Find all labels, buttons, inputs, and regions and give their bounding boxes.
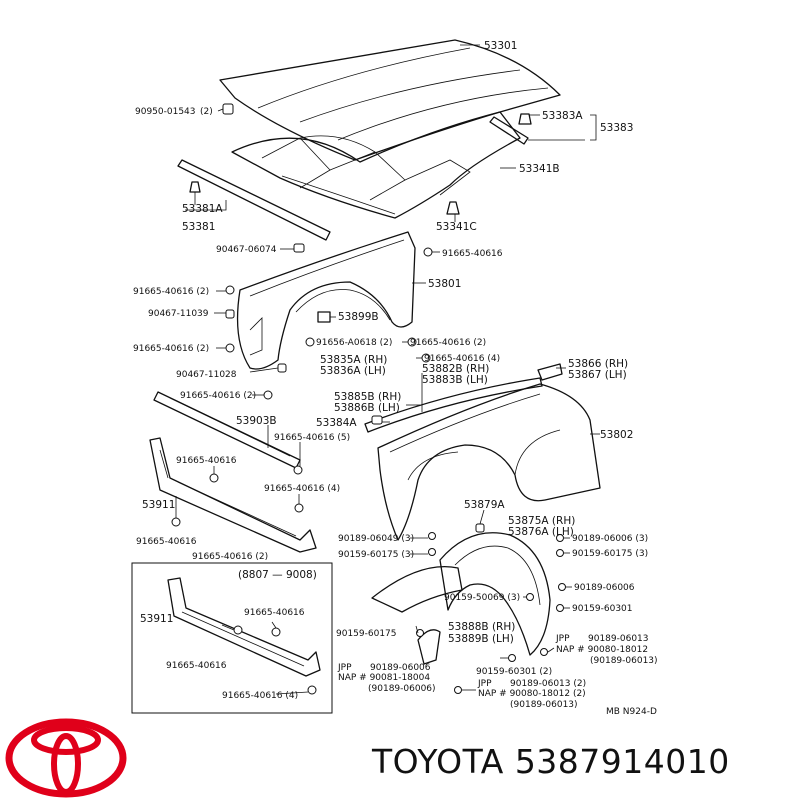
label-support-53903b: 53903B [236,415,277,427]
label-bolt-a0618: 91656-A0618 (2) [316,338,392,348]
label-bolt-c: 91665-40616 [176,456,237,466]
label-seal-53882b: 53882B (RH) [422,363,489,375]
label-clip-60301: 90159-60301 [572,604,633,614]
label-nap-3-alt: (90189-06013) [510,700,578,710]
hood-clip-icon [222,103,234,115]
label-hood: 53301 [484,40,517,52]
label-support-53911: 53911 [142,499,175,511]
fender-pad-icon [537,363,563,381]
part-labels: 53301 90950-01543 (2) 53383A 53383 53341… [133,40,658,717]
fender-apron [236,231,416,370]
toyota-logo-icon [5,718,127,798]
label-nap-2-alt: (90189-06006) [368,684,436,694]
label-clip-60175-b: 90159-60175 [336,629,397,639]
label-seal-53885b: 53885B (RH) [334,391,401,403]
label-nap-1: NAP # 90080-18012 [556,645,648,655]
label-hood-seal: 53341B [519,163,560,175]
label-seal-53899b: 53899B [338,311,379,323]
label-bolt-4a: 91665-40616 (4) [424,354,500,364]
label-bolt-5: 91665-40616 (5) [274,433,350,443]
label-hood-clip-qty: (2) [200,107,213,117]
label-bolt-e: 91665-40616 (2) [192,552,268,562]
leader-lines [175,44,600,695]
label-bolt-l3: 91665-40616 (2) [180,391,256,401]
label-clip-06006-3: 90189-06006 (3) [572,534,648,544]
fender-shield [371,565,463,613]
label-bolt-l2: 91665-40616 (2) [133,344,209,354]
label-bolt-mid: 91665-40616 (2) [410,338,486,348]
label-cushion-c: 53341C [436,221,477,233]
label-nap-2: NAP # 90081-18004 [338,673,430,683]
label-retainer: 53384A [316,417,357,429]
label-nap-1-alt: (90189-06013) [590,656,658,666]
label-inset-bolt3: 91665-40616 (4) [222,691,298,701]
label-seal-53883b: 53883B (LH) [422,374,488,386]
label-liner-53879a: 53879A [464,499,505,511]
label-liner-rh: 53875A (RH) [508,515,575,527]
label-clip-11028: 90467-11028 [176,370,237,380]
support-bar-53903b [153,391,303,475]
label-jpp-2: JPP [337,663,352,673]
label-bolt-l1: 91665-40616 (2) [133,287,209,297]
hood-small-parts [189,103,532,215]
label-fender-plate-rh: 53835A (RH) [320,354,387,366]
hood-panel [219,39,561,161]
fender-liner [371,523,566,694]
label-seal-53886b: 53886B (LH) [334,402,400,414]
label-inset-range: (8807 — 9008) [238,569,317,581]
label-jpp-1-part: 90189-06013 [588,634,649,644]
label-footer-code: MB N924-D [606,707,657,717]
label-jpp-1: JPP [555,634,570,644]
label-shield-rh: 53888B (RH) [448,621,515,633]
stopper-icon [189,181,201,193]
label-clip-50069: 90159-50069 (3) [444,593,520,603]
label-fender-pad-lh: 53867 (LH) [568,369,627,381]
label-shield-lh: 53889B (LH) [448,633,514,645]
label-stopper: 53381 [182,221,215,233]
brand-part-number: TOYOTA 5387914010 [372,742,730,781]
cushion-a-icon [518,113,532,125]
label-clip-06006: 90189-06006 [574,583,635,593]
label-hood-clip: 90950-01543 [135,107,196,117]
exploded-parts-diagram: 53301 90950-01543 (2) 53383A 53383 53341… [131,39,658,717]
label-clip-06074: 90467-06074 [216,245,277,255]
label-bolt-top: 91665-40616 [442,249,503,259]
label-inset-bolt1: 91665-40616 [244,608,305,618]
label-inset-part: 53911 [140,613,173,625]
label-fender: 53802 [600,429,633,441]
label-clip-06049: 90189-06049 (3) [338,534,414,544]
label-clip-60301-2: 90159-60301 (2) [476,667,552,677]
label-liner-lh: 53876A (LH) [508,526,574,538]
label-clip-60175-3: 90159-60175 (3) [572,549,648,559]
label-jpp-2-part: 90189-06006 [370,663,431,673]
hood-inner-frame [231,111,521,219]
label-fender-plate-lh: 53836A (LH) [320,365,386,377]
label-jpp-3: JPP [477,679,492,689]
label-bolt-4b: 91665-40616 (4) [264,484,340,494]
label-inset-bolt2: 91665-40616 [166,661,227,671]
label-clip-11039: 90467-11039 [148,309,209,319]
hood-seal-strip [177,116,529,241]
cushion-c-icon [446,201,460,215]
label-cushion: 53383 [600,122,633,134]
label-fender-apron: 53801 [428,278,461,290]
inset-box [131,562,333,714]
label-nap-3: NAP # 90080-18012 (2) [478,689,586,699]
label-bolt-d: 91665-40616 [136,537,197,547]
label-stopper-a: 53381A [182,203,223,215]
retainer-icon [371,415,383,425]
label-clip-60175: 90159-60175 (3) [338,550,414,560]
label-jpp-3-part: 90189-06013 (2) [510,679,586,689]
label-fender-pad-rh: 53866 (RH) [568,358,628,370]
label-cushion-a: 53383A [542,110,583,122]
